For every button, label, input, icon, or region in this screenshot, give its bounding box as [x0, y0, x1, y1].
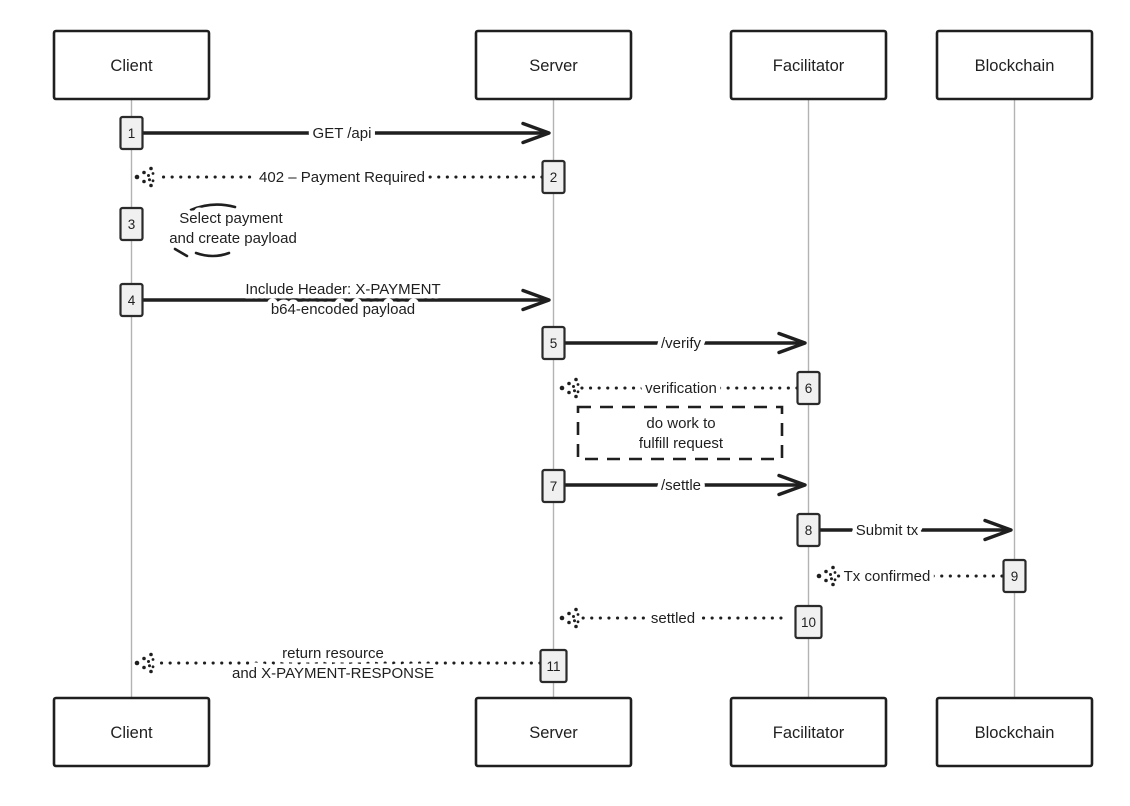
actor-bottom-server: Server — [474, 696, 633, 768]
self-message-squiggle — [194, 251, 231, 258]
actor-bottom-facilitator: Facilitator — [729, 696, 888, 768]
actor-label: Client — [110, 57, 153, 75]
message-label: settled — [651, 610, 695, 627]
activation-number: 2 — [550, 170, 558, 185]
message-select-payment: Select payment and create payload — [165, 203, 301, 258]
activation-number: 6 — [805, 381, 813, 396]
activation-4: 4 — [119, 282, 144, 318]
message-label: and create payload — [169, 230, 297, 247]
activation-box — [119, 206, 144, 242]
actor-top-server: Server — [474, 29, 633, 101]
activation-number: 3 — [128, 217, 136, 232]
actor-box — [729, 29, 888, 101]
message-x-payment-header: Include Header: X-PAYMENT b64-encoded pa… — [140, 277, 551, 323]
activation-number: 4 — [128, 293, 136, 308]
actor-top-blockchain: Blockchain — [935, 29, 1094, 101]
activation-6: 6 — [796, 370, 821, 406]
activation-number: 5 — [550, 336, 558, 351]
self-message-squiggle — [189, 203, 237, 212]
activation-number: 1 — [128, 126, 136, 141]
message-label: 402 – Payment Required — [259, 169, 425, 186]
actor-label: Server — [529, 724, 578, 742]
activation-number: 8 — [805, 523, 813, 538]
activation-box — [796, 512, 821, 548]
message-label: /verify — [661, 335, 702, 352]
activation-1: 1 — [119, 115, 144, 151]
message-tx-confirmed: Tx confirmed — [816, 564, 1004, 590]
message-402-payment-required: 402 – Payment Required — [134, 165, 544, 191]
actor-label: Client — [110, 724, 153, 742]
arrowhead-icon — [559, 377, 580, 399]
note-label: do work to — [646, 415, 715, 432]
activation-7: 7 — [541, 468, 566, 504]
message-return-resource: return resource and X-PAYMENT-RESPONSE — [134, 641, 542, 687]
activation-9: 9 — [1002, 558, 1027, 594]
activation-box — [1002, 558, 1027, 594]
actor-label: Server — [529, 57, 578, 75]
activation-box — [541, 325, 566, 361]
activation-box — [119, 282, 144, 318]
arrowhead-icon — [134, 166, 155, 188]
activation-number: 9 — [1011, 569, 1019, 584]
actor-label: Facilitator — [773, 724, 845, 742]
actor-box — [935, 29, 1094, 101]
activation-box — [539, 648, 568, 684]
actor-box — [729, 696, 888, 768]
actor-top-facilitator: Facilitator — [729, 29, 888, 101]
message-verify: /verify — [562, 331, 807, 357]
arrowhead-icon — [559, 607, 580, 629]
activation-box — [119, 115, 144, 151]
message-submit-tx: Submit tx — [817, 518, 1013, 544]
message-label: GET /api — [313, 125, 372, 142]
actor-bottom-blockchain: Blockchain — [935, 696, 1094, 768]
message-label: Submit tx — [856, 522, 919, 539]
note-do-work: do work to fulfill request — [576, 405, 784, 461]
activation-5: 5 — [541, 325, 566, 361]
note-box — [576, 405, 784, 461]
activation-box — [796, 370, 821, 406]
actor-bottom-client: Client — [52, 696, 211, 768]
actor-label: Facilitator — [773, 57, 845, 75]
actor-box — [52, 29, 211, 101]
activation-2: 2 — [541, 159, 566, 195]
activation-box — [541, 468, 566, 504]
activation-number: 11 — [546, 659, 560, 674]
message-settle: /settle — [562, 473, 807, 499]
activation-box — [794, 604, 823, 640]
message-label: Select payment — [179, 210, 283, 227]
activation-number: 10 — [801, 615, 816, 630]
actor-top-client: Client — [52, 29, 211, 101]
activation-11: 11 — [539, 648, 568, 684]
message-label: b64-encoded payload — [271, 301, 415, 318]
activation-8: 8 — [796, 512, 821, 548]
message-get-api: GET /api — [140, 121, 551, 147]
actor-box — [935, 696, 1094, 768]
activation-number: 7 — [550, 479, 558, 494]
activation-3: 3 — [119, 206, 144, 242]
self-message-squiggle — [173, 247, 189, 258]
actor-box — [474, 696, 633, 768]
message-label: return resource — [282, 645, 384, 662]
message-label: and X-PAYMENT-RESPONSE — [232, 665, 434, 682]
message-label: Tx confirmed — [844, 568, 931, 585]
actor-label: Blockchain — [975, 724, 1055, 742]
activation-10: 10 — [794, 604, 823, 640]
message-verification: verification — [559, 376, 799, 402]
actor-label: Blockchain — [975, 57, 1055, 75]
activation-box — [541, 159, 566, 195]
note-label: fulfill request — [639, 435, 724, 452]
message-settled: settled — [559, 606, 783, 632]
actor-box — [52, 696, 211, 768]
message-label: /settle — [661, 477, 701, 494]
actor-box — [474, 29, 633, 101]
message-label: Include Header: X-PAYMENT — [245, 281, 440, 298]
message-label: verification — [645, 380, 717, 397]
arrowhead-icon — [816, 565, 837, 587]
arrowhead-icon — [134, 652, 155, 674]
